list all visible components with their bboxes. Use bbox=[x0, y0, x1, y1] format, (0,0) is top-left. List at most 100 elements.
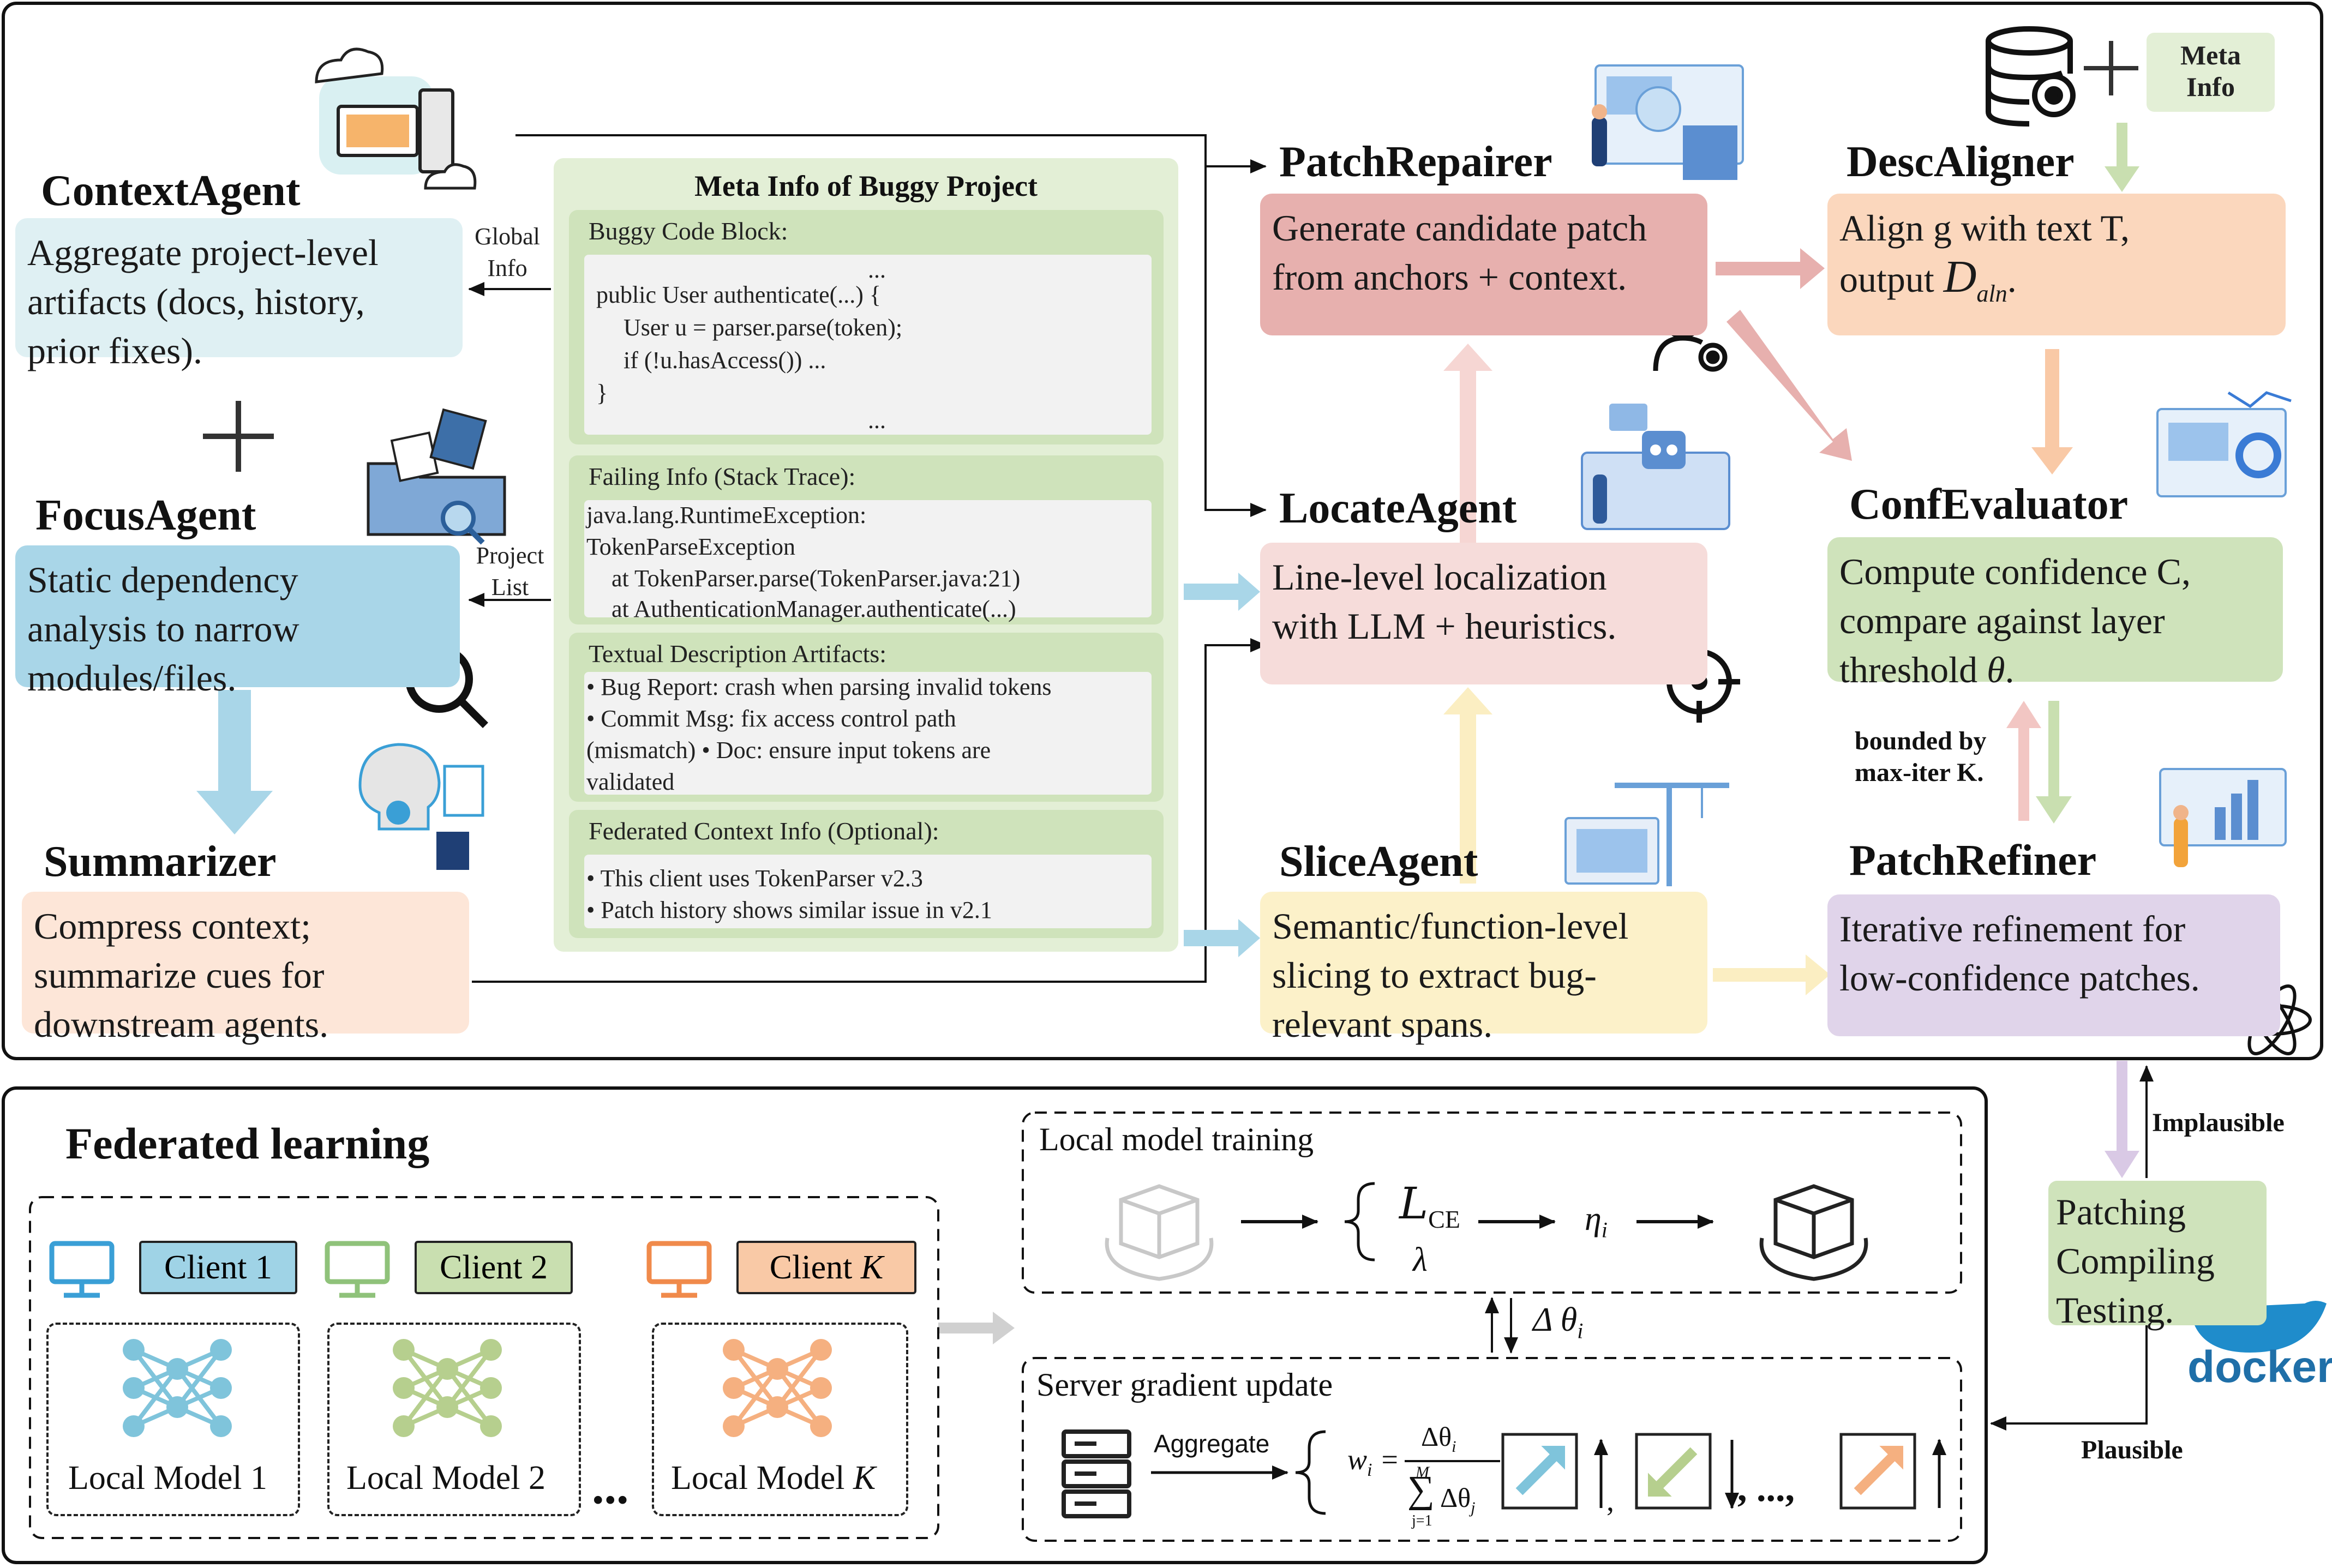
local-model-1-label: Local Model 1 bbox=[68, 1459, 268, 1497]
neural-network-icon bbox=[123, 1339, 232, 1437]
textual-artifacts-section: Textual Description Artifacts: • Bug Rep… bbox=[569, 633, 1164, 802]
confevaluator-text-post: . bbox=[2005, 649, 2015, 690]
federated-context-section: Federated Context Info (Optional): • Thi… bbox=[569, 810, 1164, 938]
d-aln-symbol: Daln bbox=[1943, 251, 2007, 307]
ai-head-icon bbox=[358, 743, 484, 870]
patchrepairer-box: Generate candidate patch from anchors + … bbox=[1260, 194, 1707, 335]
contextagent-title: ContextAgent bbox=[41, 167, 301, 215]
d-aln-sub: aln bbox=[1976, 280, 2007, 307]
monitor-icon bbox=[49, 1241, 115, 1298]
summarizer-title: Summarizer bbox=[44, 838, 277, 886]
bounded-note: bounded by max-iter K. bbox=[1855, 726, 1987, 787]
code-area: ... public User authenticate(...) { User… bbox=[584, 255, 1152, 435]
arrow-focus-summarizer bbox=[196, 690, 273, 834]
clients-dashed-box bbox=[29, 1196, 939, 1539]
arrow-fl-gray bbox=[938, 1312, 1015, 1344]
arrow-patch-desc bbox=[1716, 248, 1825, 289]
project-list-label: Project List bbox=[476, 542, 544, 600]
arrow-slice-locate bbox=[1443, 687, 1492, 884]
loss-ce: LCE bbox=[1399, 1178, 1460, 1233]
connector-top bbox=[515, 134, 1267, 173]
global-info-label: Global Info bbox=[475, 223, 540, 281]
sum-upper: M bbox=[1416, 1463, 1429, 1481]
docker-wordmark: docker bbox=[2187, 1342, 2332, 1392]
section-header: Failing Info (Stack Trace): bbox=[589, 462, 856, 490]
focusagent-title: FocusAgent bbox=[35, 491, 256, 539]
implausible-label: Implausible bbox=[2152, 1108, 2285, 1137]
local-model-1-box bbox=[46, 1323, 300, 1516]
server-update-box bbox=[1022, 1357, 1962, 1542]
code-line: public User authenticate(...) { bbox=[596, 281, 882, 308]
plus-icon-meta bbox=[2084, 41, 2138, 95]
local-training-label: Local model training bbox=[1039, 1121, 1314, 1157]
eta-symbol: ηi bbox=[1585, 1200, 1608, 1242]
artifact-line: (mismatch) • Doc: ensure input tokens ar… bbox=[586, 737, 991, 764]
arrow-refiner-conf bbox=[2006, 701, 2041, 821]
section-header: Buggy Code Block: bbox=[589, 217, 788, 245]
federated-line: • This client uses TokenParser v2.3 bbox=[586, 865, 923, 892]
neural-network-icon bbox=[393, 1339, 502, 1437]
arrow-metainfo-desc bbox=[2105, 123, 2139, 192]
robot-scene-icon bbox=[1581, 404, 1730, 530]
focusagent-box: Static dependency analysis to narrow mod… bbox=[15, 545, 460, 699]
artifacts-area: • Bug Report: crash when parsing invalid… bbox=[584, 672, 1152, 795]
federated-title: Federated learning bbox=[65, 1119, 430, 1168]
plausible-label: Plausible bbox=[2081, 1435, 2183, 1464]
sum-lower: j=1 bbox=[1412, 1512, 1432, 1529]
focusagent-text: Static dependency analysis to narrow mod… bbox=[27, 559, 299, 699]
patchrefiner-title: PatchRefiner bbox=[1849, 837, 2097, 885]
monitor-icon bbox=[325, 1241, 390, 1298]
artifact-line: • Bug Report: crash when parsing invalid… bbox=[586, 674, 1052, 700]
arrow-meta-slice bbox=[1184, 919, 1260, 957]
neural-network-icon bbox=[723, 1339, 832, 1437]
contextagent-box: Aggregate project-level artifacts (docs,… bbox=[15, 218, 463, 371]
locateagent-title: LocateAgent bbox=[1279, 484, 1517, 532]
sliceagent-box: Semantic/function-level slicing to extra… bbox=[1260, 892, 1707, 1045]
plus-icon bbox=[203, 401, 274, 472]
gradient-box-2 bbox=[1635, 1433, 1712, 1510]
federated-line: • Patch history shows similar issue in v… bbox=[586, 897, 992, 923]
computer-cloud-icon bbox=[315, 47, 477, 190]
arrow-conf-refiner bbox=[2036, 701, 2072, 824]
patching-text: Patching Compiling Testing. bbox=[2056, 1191, 2215, 1331]
code-line: User u = parser.parse(token); bbox=[624, 314, 903, 341]
developer-dashboard-icon bbox=[1592, 64, 1744, 180]
local-model-2-box bbox=[327, 1323, 581, 1516]
confevaluator-text-pre: Compute confidence C, compare against la… bbox=[1839, 551, 2191, 690]
bottom-frame bbox=[2, 1086, 1988, 1564]
brace-server bbox=[1295, 1430, 1326, 1515]
client-1-tag: Client 1 bbox=[139, 1241, 297, 1294]
trace-line: at AuthenticationManager.authenticate(..… bbox=[612, 596, 1016, 622]
meta-info-panel: Meta Info of Buggy Project Buggy Code Bl… bbox=[554, 158, 1178, 952]
brace-training bbox=[1344, 1182, 1375, 1261]
theta-symbol: θ bbox=[1987, 649, 2005, 690]
database-gear-icon bbox=[1986, 26, 2076, 127]
descaligner-title: DescAligner bbox=[1847, 138, 2075, 186]
gradient-box-3 bbox=[1839, 1433, 1916, 1510]
meta-info-badge: Meta Info bbox=[2147, 33, 2275, 112]
connector-bottom bbox=[472, 638, 1267, 983]
descaligner-text-pre: Align g with text T, output bbox=[1839, 207, 2130, 300]
trace-line: at TokenParser.parse(TokenParser.java:21… bbox=[612, 565, 1021, 592]
weight-formula: wi = Δθi M ∑ j=1 Δθj bbox=[1347, 1421, 1500, 1530]
confevaluator-title: ConfEvaluator bbox=[1849, 480, 2129, 528]
client-k-tag: Client K bbox=[736, 1241, 916, 1294]
summarizer-text: Compress context; summarize cues for dow… bbox=[34, 905, 329, 1045]
section-header: Textual Description Artifacts: bbox=[589, 640, 887, 668]
descaligner-box: Align g with text T, output Daln. bbox=[1827, 194, 2286, 335]
local-model-2-label: Local Model 2 bbox=[346, 1459, 546, 1497]
local-training-box bbox=[1022, 1112, 1962, 1294]
crane-screen-icon bbox=[1564, 783, 1729, 886]
confevaluator-text: Compute confidence C, compare against la… bbox=[1827, 537, 2283, 704]
code-line: } bbox=[596, 380, 608, 406]
local-model-cube-icon bbox=[1105, 1184, 1214, 1281]
arrow-slice-refiner bbox=[1713, 954, 1830, 995]
server-update-label: Server gradient update bbox=[1036, 1367, 1333, 1403]
patchrefiner-box: Iterative refinement for low-confidence … bbox=[1827, 894, 2280, 1036]
top-frame bbox=[2, 2, 2323, 1060]
descaligner-text: Align g with text T, output Daln. bbox=[1827, 194, 2286, 328]
locateagent-text: Line-level localization with LLM + heuri… bbox=[1272, 556, 1617, 647]
lambda-symbol: λ bbox=[1413, 1241, 1428, 1278]
